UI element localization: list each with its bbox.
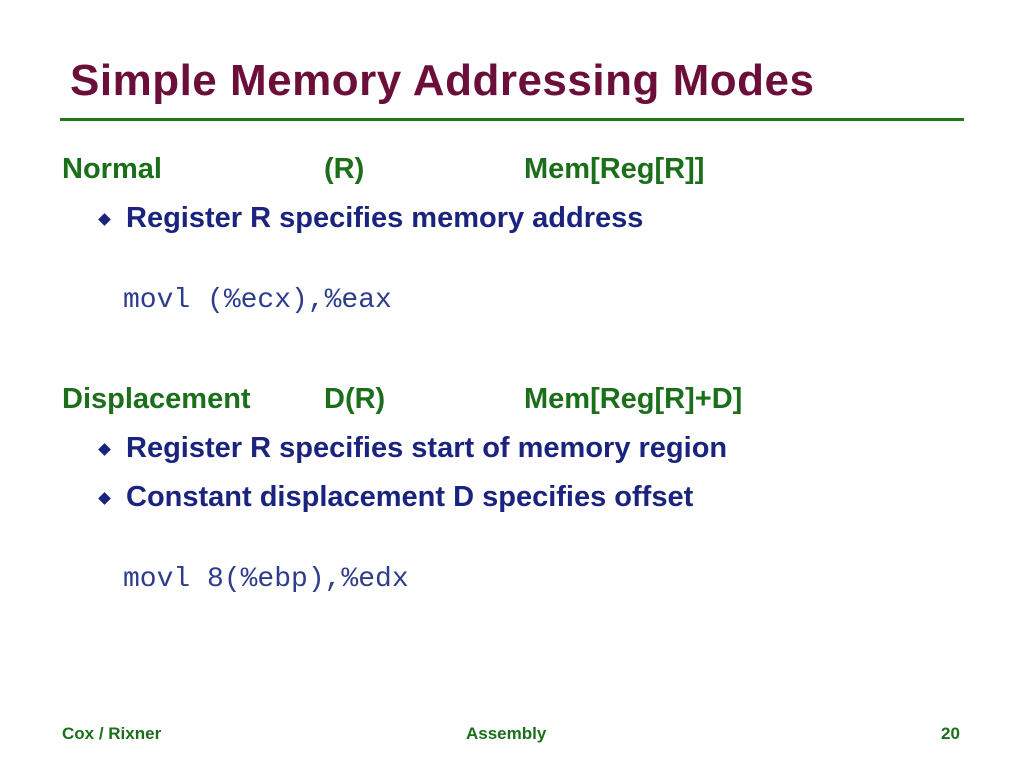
footer-authors: Cox / Rixner <box>62 724 162 743</box>
slide-title: Simple Memory Addressing Modes <box>70 56 815 105</box>
diamond-bullet-icon <box>98 443 111 456</box>
diamond-bullet-icon <box>98 492 111 505</box>
mode-semantics: Mem[Reg[R]+D] <box>524 383 743 415</box>
code-example: movl 8(%ebp),%edx <box>123 564 409 595</box>
mode-syntax: D(R) <box>324 383 386 415</box>
title-divider <box>60 118 964 121</box>
slide-number: 20 <box>941 724 960 743</box>
mode-name: Normal <box>62 153 162 185</box>
mode-syntax: (R) <box>324 153 365 185</box>
footer-topic: Assembly <box>466 724 547 743</box>
diamond-bullet-icon <box>98 213 111 226</box>
bullet-text: Register R specifies memory address <box>126 202 644 234</box>
bullet-text: Constant displacement D specifies offset <box>126 481 694 513</box>
code-example: movl (%ecx),%eax <box>123 285 392 316</box>
bullet-text: Register R specifies start of memory reg… <box>126 432 728 464</box>
mode-semantics: Mem[Reg[R]] <box>524 153 705 185</box>
mode-name: Displacement <box>62 383 251 415</box>
